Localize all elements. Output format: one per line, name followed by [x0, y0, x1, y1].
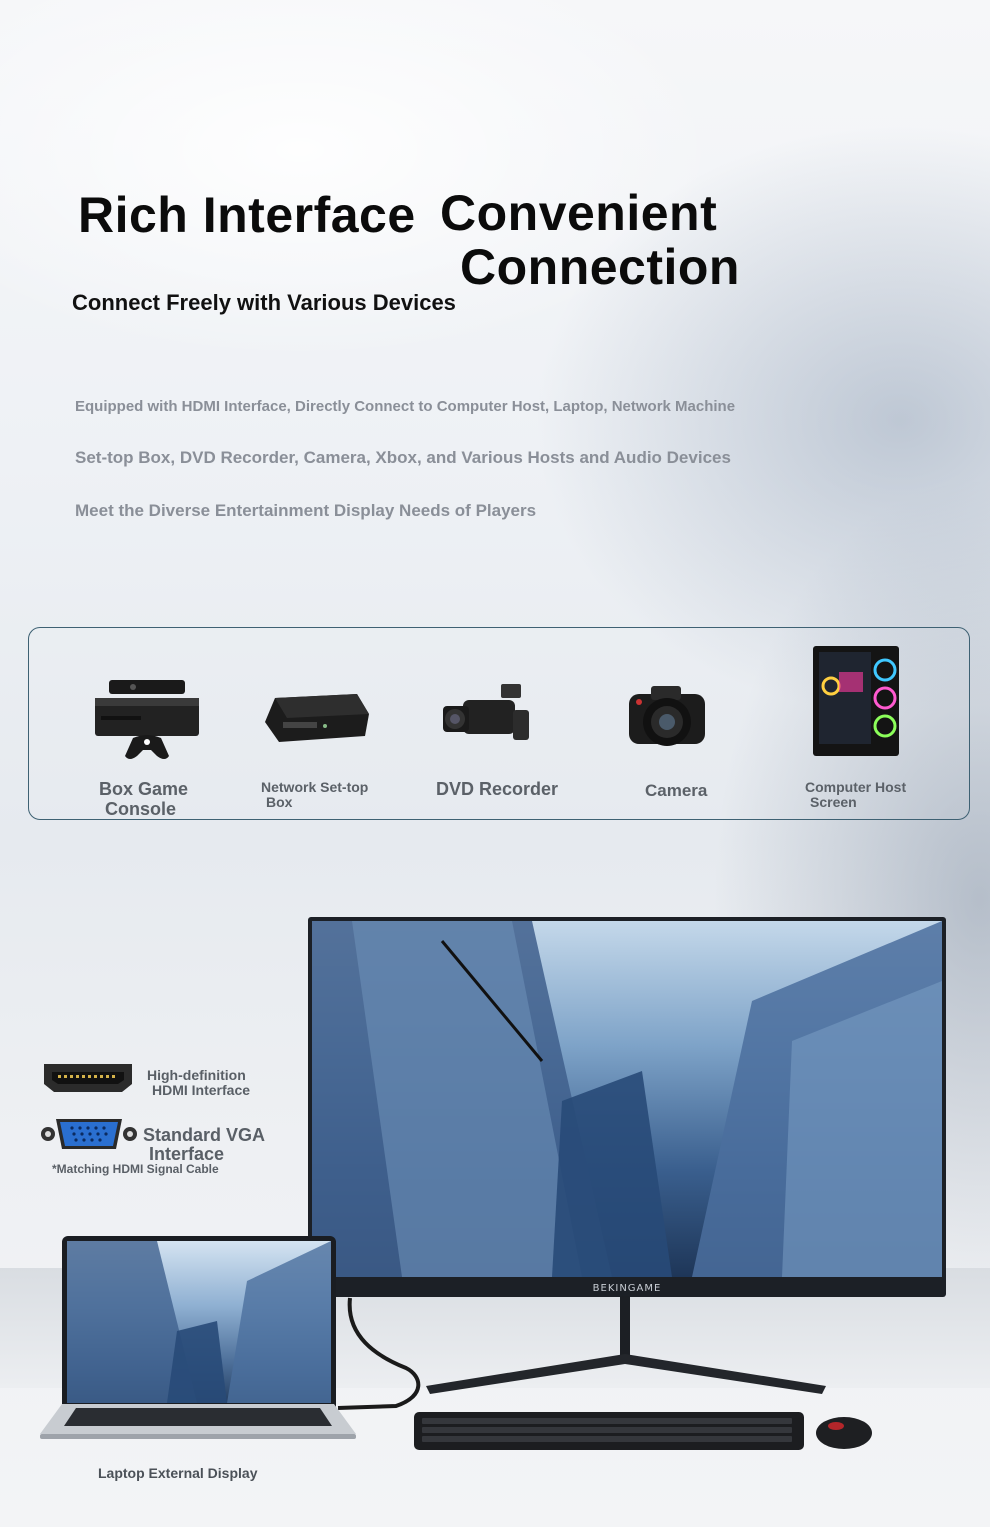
description-line-1: Equipped with HDMI Interface, Directly C…: [75, 398, 736, 415]
page-title-part2: Convenient Connection: [440, 186, 740, 294]
device-label-line1: Box Game: [99, 779, 189, 799]
monitor-brand: BEKINGAME: [592, 1283, 662, 1294]
device-label-line2: Console: [105, 798, 177, 819]
hdmi-label-line2: HDMI Interface: [152, 1081, 251, 1098]
pc-tower-icon: [813, 646, 899, 756]
game-console-icon: [95, 680, 199, 759]
monitor-stand: [426, 1296, 826, 1394]
device-label-line1: Computer Host: [805, 779, 907, 795]
device-label-camera: Camera: [645, 781, 708, 800]
hdmi-cable: [337, 1297, 421, 1410]
device-label-line2: Screen: [810, 794, 857, 811]
camcorder-icon: [443, 684, 529, 740]
laptop-screen: [67, 1241, 331, 1403]
vga-port-icon: [41, 1119, 137, 1149]
device-label-game-console: Box Game Console: [99, 779, 189, 820]
device-label-line2: Box: [266, 794, 293, 811]
laptop-city-image: [67, 1241, 331, 1403]
hdmi-port-icon: [44, 1064, 132, 1092]
city-skyline-image: [312, 921, 942, 1277]
monitor-screen: [312, 921, 942, 1277]
laptop-caption: Laptop External Display: [98, 1465, 258, 1481]
title-line-convenient: Convenient: [440, 185, 718, 241]
laptop-keyboard-base: [40, 1404, 356, 1439]
device-label-line1: Network Set-top: [261, 779, 369, 795]
cable-note: *Matching HDMI Signal Cable: [52, 1162, 219, 1176]
vga-label-line2: Interface: [149, 1143, 225, 1164]
set-top-box-icon: [265, 694, 369, 742]
mouse: [816, 1417, 872, 1449]
device-label-computer-host: Computer Host Screen: [805, 779, 907, 811]
keyboard: [414, 1412, 804, 1450]
monitor: BEKINGAME: [308, 917, 946, 1297]
device-label-dvd-recorder: DVD Recorder: [436, 779, 559, 799]
laptop-screen-frame: [62, 1236, 336, 1408]
device-panel: Box Game Console Network Set-top Box DVD…: [28, 627, 970, 820]
vga-label: Standard VGA Interface: [143, 1126, 265, 1164]
page-subtitle: Connect Freely with Various Devices: [72, 290, 456, 315]
description-line-3: Meet the Diverse Entertainment Display N…: [75, 501, 537, 520]
hdmi-label-line1: High-definition: [147, 1067, 246, 1083]
camera-icon: [629, 686, 705, 746]
device-label-set-top-box: Network Set-top Box: [261, 779, 369, 811]
description-line-2: Set-top Box, DVD Recorder, Camera, Xbox,…: [75, 448, 731, 467]
page-title-part1: Rich Interface: [78, 187, 416, 243]
hdmi-label: High-definition HDMI Interface: [147, 1068, 250, 1097]
vga-label-line1: Standard VGA: [143, 1125, 266, 1145]
title-line-connection: Connection: [460, 239, 740, 295]
